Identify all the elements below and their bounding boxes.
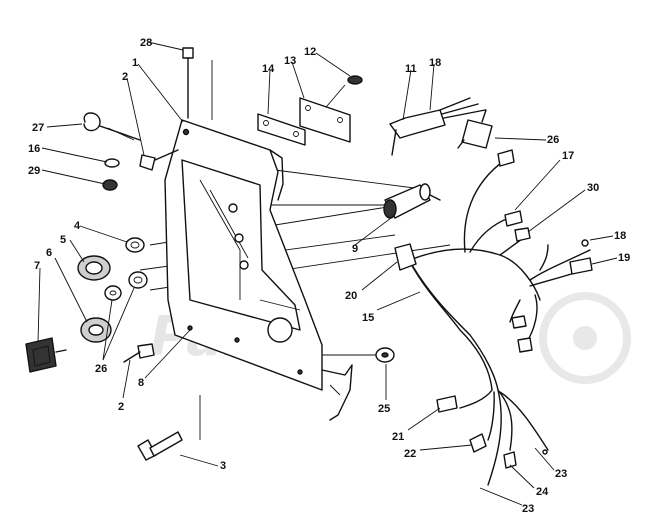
callout-23-right: 23 [555, 468, 567, 480]
callout-11: 11 [405, 63, 417, 75]
callout-19: 19 [618, 252, 630, 264]
callout-9: 9 [352, 243, 358, 255]
washer-4 [125, 237, 145, 253]
switch-11-18 [389, 97, 486, 156]
callout-16: 16 [28, 143, 40, 155]
bezel-5 [77, 255, 111, 281]
nut-29 [102, 179, 118, 191]
callout-22: 22 [404, 448, 416, 460]
callout-24: 24 [536, 486, 549, 498]
callout-21: 21 [392, 431, 404, 443]
callout-25: 25 [378, 403, 390, 415]
toggle-switch-26 [457, 109, 493, 149]
callout-23-bottom: 23 [522, 503, 534, 515]
callout-3: 3 [220, 460, 226, 472]
callout-1: 1 [132, 57, 138, 69]
callout-4: 4 [74, 220, 81, 232]
watermark-wheel [539, 292, 631, 384]
callout-7: 7 [34, 260, 40, 272]
callout-20: 20 [345, 290, 357, 302]
callout-27: 27 [32, 122, 44, 134]
callout-18-top: 18 [429, 57, 441, 69]
hook-27 [83, 112, 141, 141]
callout-14: 14 [262, 63, 275, 75]
screw-2-bottom [123, 343, 155, 363]
bolt-3 [137, 431, 183, 461]
callout-12: 12 [304, 46, 316, 58]
callout-26-left: 26 [95, 363, 107, 375]
callout-2-bottom: 2 [118, 401, 124, 413]
lock-washer-26 [104, 271, 148, 301]
leader-lines [37, 41, 618, 506]
callout-2-top: 2 [122, 71, 128, 83]
callout-13: 13 [284, 55, 296, 67]
washer-25 [375, 347, 395, 363]
callout-26-top: 26 [547, 134, 559, 146]
watermark-hub [573, 326, 597, 350]
terminal-block-13-14 [257, 97, 351, 146]
buzzer-9 [383, 183, 441, 219]
main-bracket [164, 119, 353, 421]
callout-28-top: 28 [140, 37, 152, 49]
callout-8: 8 [138, 377, 144, 389]
wiring-harness [394, 149, 593, 486]
bezel-6 [80, 317, 112, 343]
callout-30: 30 [587, 182, 599, 194]
washer-16 [104, 158, 120, 168]
callout-15: 15 [362, 312, 374, 324]
callout-18-right: 18 [614, 230, 626, 242]
connector-7 [25, 337, 67, 373]
nut-12 [347, 75, 363, 85]
callout-6: 6 [46, 247, 52, 259]
bolt-28 [182, 47, 194, 119]
callout-17: 17 [562, 150, 574, 162]
callout-29: 29 [28, 165, 40, 177]
callout-5: 5 [60, 234, 66, 246]
screw-2-top [139, 149, 179, 171]
callout-labels: 28 12 13 14 11 18 1 2 27 16 29 26 17 30 … [28, 37, 630, 515]
